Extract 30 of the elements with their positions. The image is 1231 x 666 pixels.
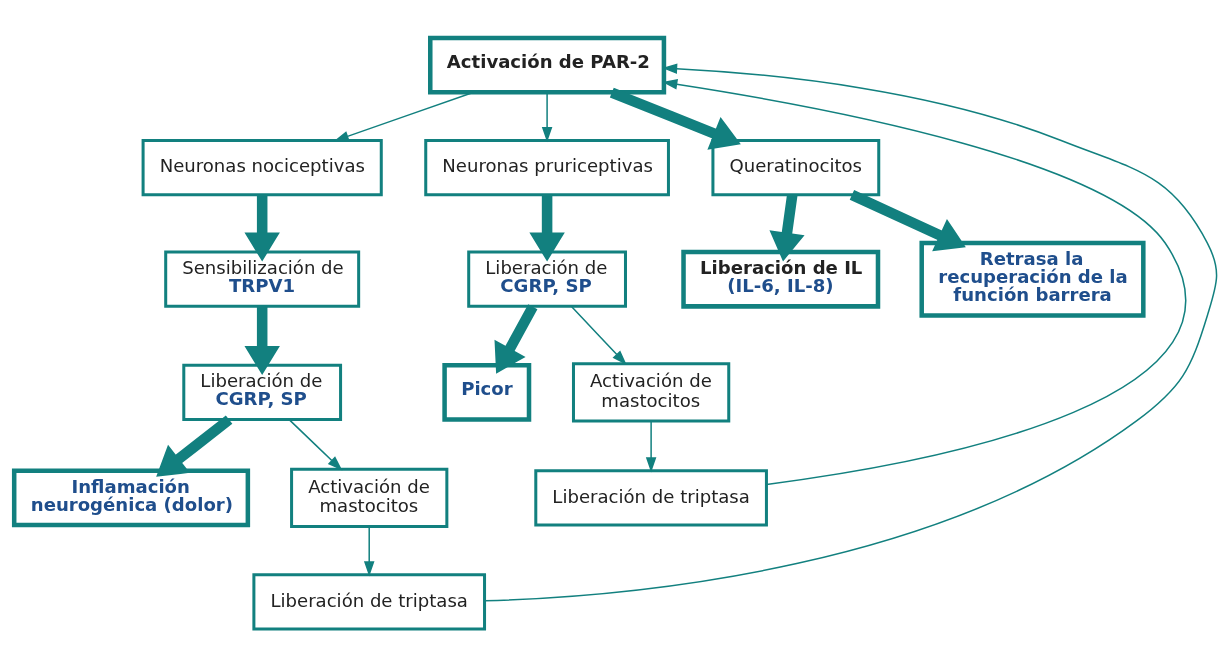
node-box: Neuronas pruriceptivas bbox=[424, 138, 670, 196]
arrow bbox=[333, 91, 474, 141]
arrow bbox=[849, 189, 966, 251]
node-box: Queratinocitos bbox=[711, 138, 881, 196]
node-box: Neuronas nociceptivas bbox=[141, 138, 383, 196]
node-box: Liberación de CGRP, SP bbox=[467, 250, 627, 308]
node-box: Liberación de triptasa bbox=[252, 572, 487, 630]
arrow bbox=[571, 305, 627, 365]
node-box: Activación de mastocitos bbox=[571, 361, 731, 422]
arrow bbox=[484, 62, 1218, 602]
arrow bbox=[244, 306, 280, 375]
arrow bbox=[645, 420, 657, 472]
node-box: Activación de PAR-2 bbox=[428, 35, 667, 95]
arrow bbox=[541, 91, 553, 142]
node-box: Liberación de CGRP, SP bbox=[182, 363, 343, 421]
node-box: Activación de mastocitos bbox=[290, 467, 449, 528]
arrow bbox=[769, 193, 805, 261]
node-box: Picor bbox=[442, 362, 532, 422]
node-box: Retrasa la recuperación de la función barrera bbox=[919, 240, 1146, 318]
arrow bbox=[609, 87, 741, 150]
node-box: Sensibilización de TRPV1 bbox=[164, 250, 361, 308]
arrow bbox=[288, 418, 343, 471]
node-box: Liberación de IL (IL-6, IL-8) bbox=[681, 249, 881, 309]
arrow bbox=[156, 415, 233, 477]
arrow bbox=[244, 194, 280, 262]
node-box: Liberación de triptasa bbox=[534, 468, 768, 526]
arrow bbox=[494, 303, 538, 374]
arrow bbox=[363, 525, 375, 576]
node-box: Inflamación neurogénica (dolor) bbox=[11, 467, 251, 527]
arrow bbox=[529, 194, 565, 262]
